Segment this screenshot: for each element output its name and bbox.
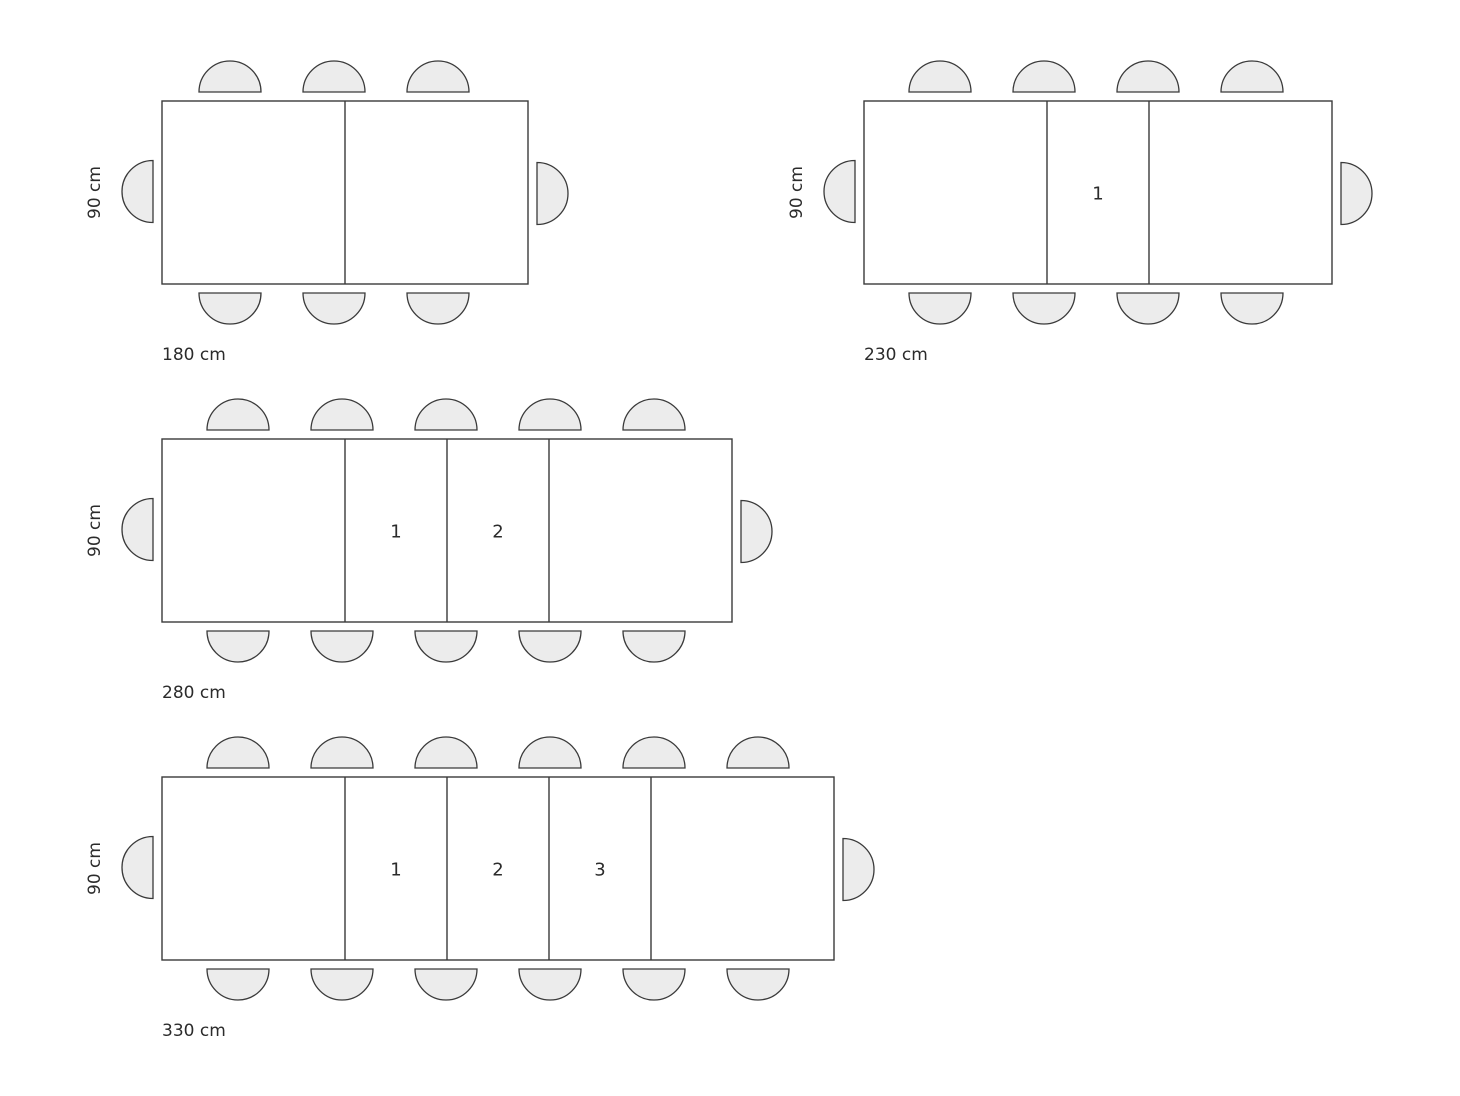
chair-right-end xyxy=(536,161,569,226)
extension-leaf-number: 2 xyxy=(492,522,503,543)
width-dimension-label: 90 cm xyxy=(85,166,105,219)
extension-leaf-number: 1 xyxy=(390,860,401,881)
table-configuration-1: 90 cm 180 cm xyxy=(85,60,569,365)
table-configuration-3: 1 2 90 cm 280 cm xyxy=(85,398,773,703)
chair-bottom xyxy=(622,630,686,663)
chair-top xyxy=(414,398,478,431)
chair-top xyxy=(1116,60,1180,93)
chair-top xyxy=(206,398,270,431)
chair-top xyxy=(1012,60,1076,93)
length-dimension-label: 280 cm xyxy=(162,683,226,703)
chair-right-end xyxy=(842,837,875,902)
chair-bottom xyxy=(622,968,686,1001)
chair-right-end xyxy=(740,499,773,564)
chair-top xyxy=(1220,60,1284,93)
chair-bottom xyxy=(206,630,270,663)
table-configuration-4: 1 2 3 90 cm 330 cm xyxy=(85,736,875,1041)
length-dimension-label: 180 cm xyxy=(162,345,226,365)
chair-bottom xyxy=(518,630,582,663)
chair-top xyxy=(622,736,686,769)
extension-leaf-number: 1 xyxy=(390,522,401,543)
chair-bottom xyxy=(1012,292,1076,325)
chair-bottom xyxy=(414,968,478,1001)
chair-bottom xyxy=(406,292,470,325)
width-dimension-label: 90 cm xyxy=(85,504,105,557)
chair-top xyxy=(302,60,366,93)
length-dimension-label: 330 cm xyxy=(162,1021,226,1041)
chair-top xyxy=(206,736,270,769)
chair-bottom xyxy=(726,968,790,1001)
chair-bottom xyxy=(1220,292,1284,325)
table-top xyxy=(863,100,1333,285)
chair-top xyxy=(310,398,374,431)
chair-top xyxy=(726,736,790,769)
chair-top xyxy=(414,736,478,769)
chair-left-end xyxy=(121,835,154,900)
extension-leaf-number: 1 xyxy=(1092,184,1103,205)
chair-top xyxy=(518,398,582,431)
chair-top xyxy=(406,60,470,93)
chair-bottom xyxy=(518,968,582,1001)
chair-bottom xyxy=(310,630,374,663)
chair-bottom xyxy=(1116,292,1180,325)
width-dimension-label: 90 cm xyxy=(787,166,807,219)
extension-leaf-number: 2 xyxy=(492,860,503,881)
length-dimension-label: 230 cm xyxy=(864,345,928,365)
chair-left-end xyxy=(121,159,154,224)
table-configuration-2: 1 90 cm 230 cm xyxy=(787,60,1373,365)
chair-bottom xyxy=(198,292,262,325)
chair-top xyxy=(908,60,972,93)
chair-right-end xyxy=(1340,161,1373,226)
chair-top xyxy=(518,736,582,769)
chair-bottom xyxy=(908,292,972,325)
chair-top xyxy=(622,398,686,431)
chair-left-end xyxy=(121,497,154,562)
table-top xyxy=(161,776,835,961)
chair-top xyxy=(310,736,374,769)
chair-left-end xyxy=(823,159,856,224)
chair-bottom xyxy=(414,630,478,663)
chair-bottom xyxy=(206,968,270,1001)
chair-bottom xyxy=(302,292,366,325)
extension-leaf-number: 3 xyxy=(594,860,605,881)
chair-top xyxy=(198,60,262,93)
chair-bottom xyxy=(310,968,374,1001)
width-dimension-label: 90 cm xyxy=(85,842,105,895)
